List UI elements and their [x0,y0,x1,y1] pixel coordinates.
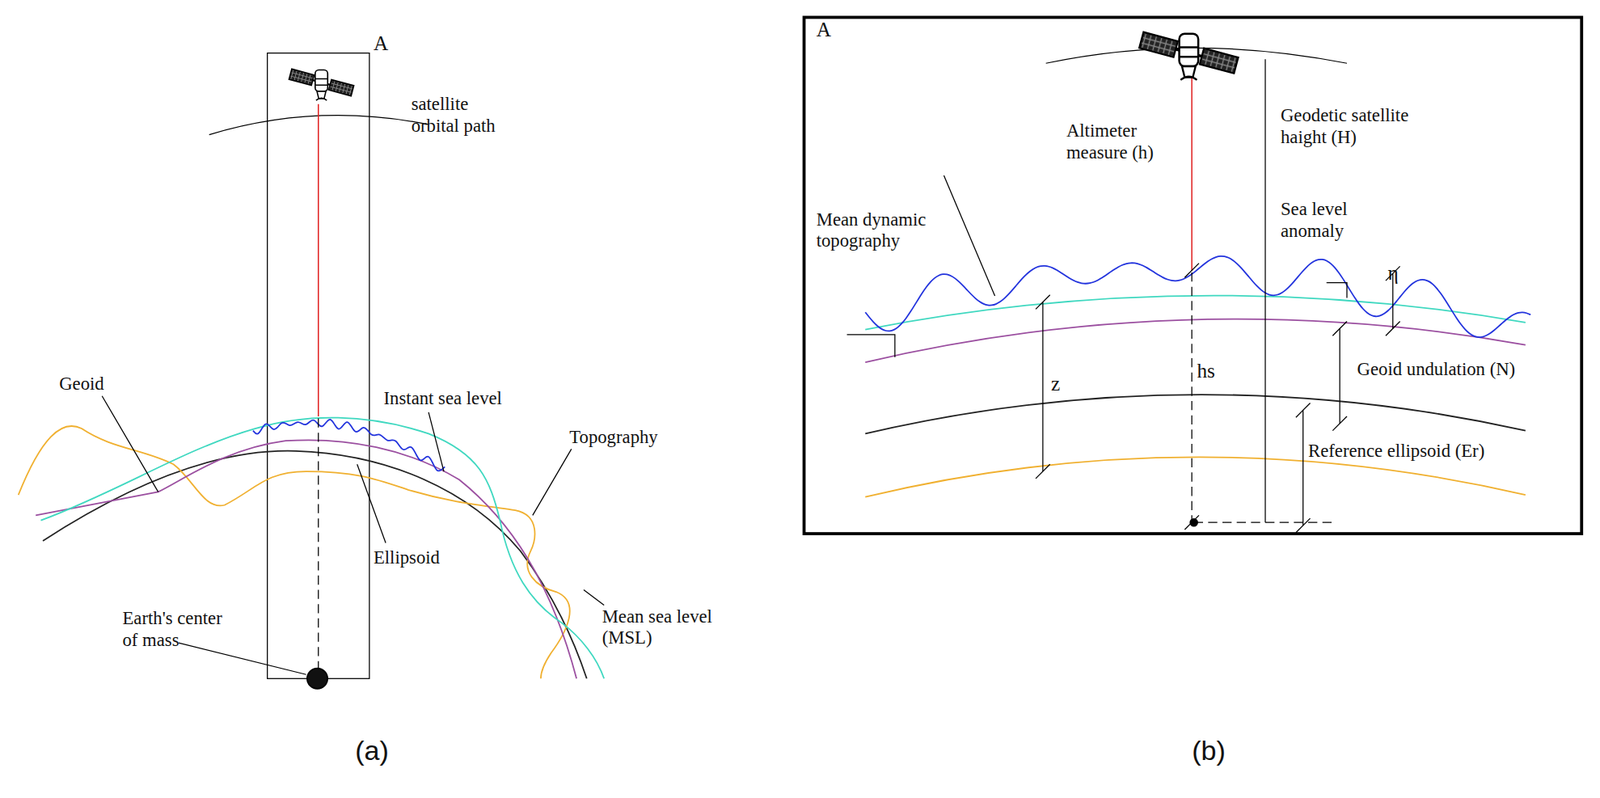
geoid-b [865,319,1526,363]
label: A [816,19,832,42]
ref-topography [865,456,1526,497]
geoid [35,439,577,679]
panel-a [18,53,604,689]
label: η [1387,261,1398,284]
frame-a [267,53,370,680]
label: Sea level anomaly [1280,198,1373,242]
label: Earth's center of mass [122,607,235,651]
label: Ellipsoid [373,546,440,569]
label: Geodetic satellite haight (H) [1280,105,1434,148]
label: Geoid undulation (N) [1357,358,1516,381]
label: Geoid [59,373,105,396]
label: (b) [1191,740,1226,763]
label: Mean sea level (MSL) [602,606,715,650]
frame-b [804,16,1583,534]
label: Instant sea level [384,388,503,410]
label: Reference ellipsoid (Er) [1308,440,1485,463]
label: satellite orbital path [411,93,520,137]
instant-sea [253,419,445,471]
altimeter-ray [317,104,320,417]
label: Mean dynamic topography [816,209,929,253]
radial [317,417,319,674]
msl [40,417,604,680]
center-of-mass [307,668,328,689]
leaders-a [101,396,604,676]
msl-b [865,295,1526,330]
label: A [373,32,389,55]
ref-ellipsoid [865,394,1526,434]
panel-b [804,16,1583,534]
label: Topography [569,426,658,449]
label: Altimeter measure (h) [1066,120,1179,164]
instant-sea-b [865,256,1531,338]
label: z [1051,373,1060,396]
label: hs [1196,360,1215,383]
ellipsoid [42,451,587,680]
topography [18,426,570,679]
label: (a) [354,740,389,763]
